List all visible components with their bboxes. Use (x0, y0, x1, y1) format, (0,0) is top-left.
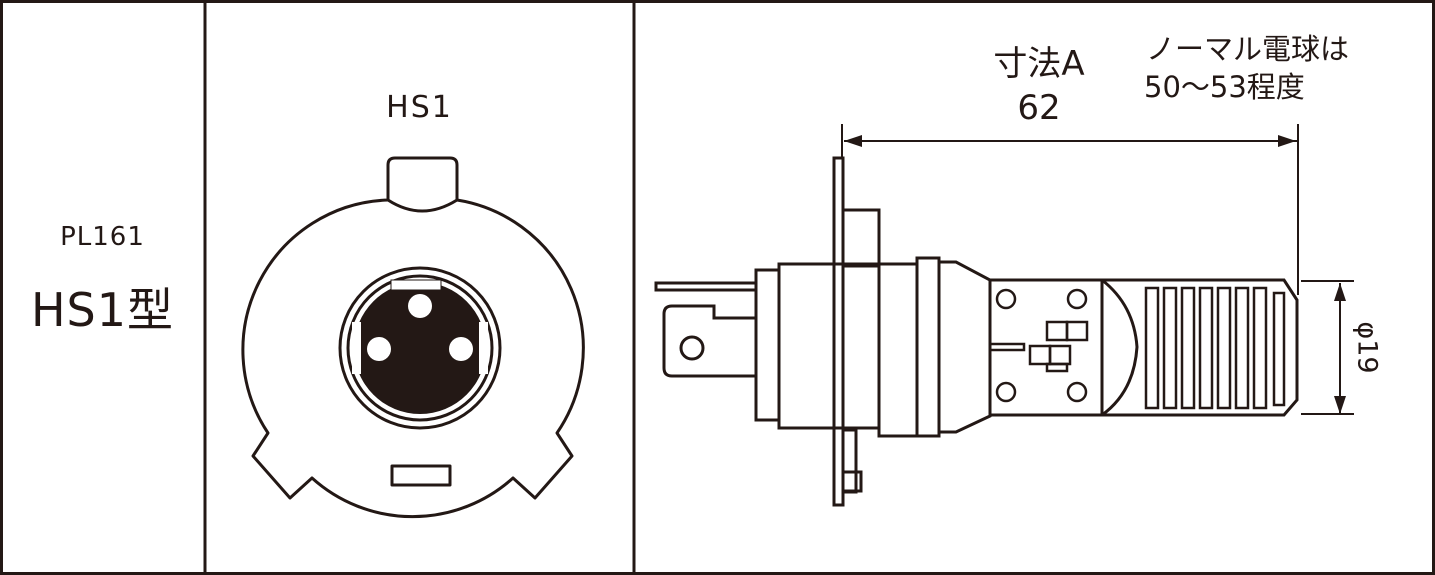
board-tab (988, 342, 1026, 352)
top-terminal-bar (390, 279, 442, 291)
socket-face-cell: HS1 (205, 0, 634, 575)
led-chip-5 (1045, 362, 1069, 373)
product-code: PL161 (60, 222, 145, 252)
socket-face-label: HS1 (386, 90, 453, 125)
flange-upper-block (841, 208, 881, 268)
bulb-type: HS1型 (30, 283, 175, 337)
base-collar (777, 262, 881, 430)
arrowhead-bottom (1334, 396, 1346, 414)
base-rear (754, 268, 781, 422)
side-view-drawing (654, 124, 1354, 507)
flange-lower-block (841, 428, 858, 494)
right-side-bar (479, 322, 488, 374)
led-chip-4 (1048, 344, 1072, 366)
arrowhead-left (844, 135, 862, 147)
heat-sink-body (1102, 278, 1299, 417)
fin-7 (1252, 286, 1268, 410)
led-chip-3 (1028, 344, 1052, 366)
fin-3 (1180, 286, 1196, 410)
fin-2 (1162, 286, 1178, 410)
insulator-disc (354, 282, 486, 414)
flange-plate (832, 156, 845, 507)
fin-8 (1272, 291, 1286, 407)
fin-4 (1198, 286, 1214, 410)
base-front (877, 262, 919, 438)
diameter-label: φ19 (1351, 321, 1383, 374)
normal-bulb-note-line2: 50〜53程度 (1144, 70, 1305, 104)
base-ring (915, 256, 941, 438)
socket-cup-inner (346, 274, 494, 422)
arrowhead-top (1334, 283, 1346, 301)
model-cell: PL161 HS1型 (0, 0, 205, 575)
flange-outline (241, 156, 585, 519)
socket-face-drawing (241, 156, 585, 519)
pin-top (408, 294, 432, 318)
flange-lower-tab (841, 470, 863, 493)
terminal-wire (654, 281, 758, 292)
led-chip-2 (1065, 320, 1089, 342)
led-dome (1101, 278, 1139, 417)
board-screw-tl (995, 288, 1017, 310)
left-side-bar (352, 322, 361, 374)
fin-6 (1234, 286, 1250, 410)
normal-bulb-note-line1: ノーマル電球は (1146, 32, 1350, 66)
terminal-hole (679, 335, 705, 361)
pin-left (367, 337, 391, 361)
neck-cone (937, 260, 992, 434)
led-chip-1 (1045, 320, 1069, 342)
arrowhead-right (1278, 135, 1296, 147)
bottom-slot (390, 464, 452, 487)
terminal-blade (662, 304, 758, 378)
fin-5 (1216, 286, 1232, 410)
socket-cup-outer (338, 266, 502, 430)
side-view-cell: 寸法A 62 ノーマル電球は 50〜53程度 φ19 (634, 0, 1435, 575)
pin-right (449, 337, 473, 361)
board-screw-br (1066, 381, 1088, 403)
board-screw-tr (1066, 288, 1088, 310)
dimension-a-value: 62 (1017, 88, 1061, 128)
board-screw-bl (995, 381, 1017, 403)
inner-arc (387, 198, 458, 213)
fin-1 (1144, 286, 1160, 410)
dimension-a-label: 寸法A (993, 44, 1085, 84)
